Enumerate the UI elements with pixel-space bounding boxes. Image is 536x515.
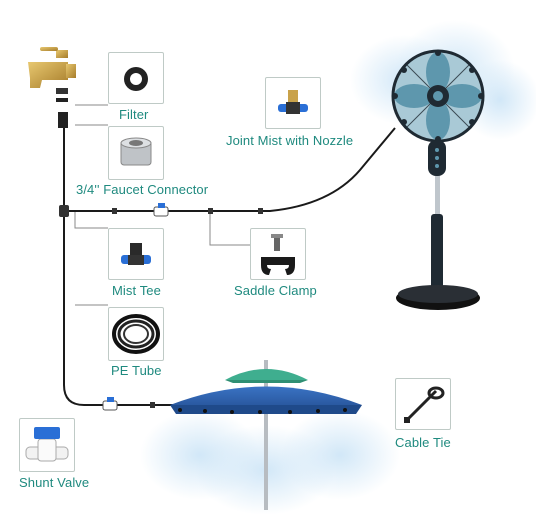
fan-icon xyxy=(391,49,485,310)
filter-label: Filter xyxy=(119,107,149,122)
saddle-clamp-box xyxy=(250,228,306,280)
pe-tube-box xyxy=(108,307,164,361)
shunt-valve-icon xyxy=(25,427,69,462)
joint-nozzle-icon xyxy=(278,90,308,114)
joint-mist-label: Joint Mist with Nozzle xyxy=(226,133,354,148)
shunt-valve-label: Shunt Valve xyxy=(19,475,90,490)
inline-valve-lower-icon xyxy=(102,397,118,411)
pe-tube-label: PE Tube xyxy=(111,363,162,378)
faucet-icon xyxy=(28,47,76,128)
cable-tie-box xyxy=(395,378,451,430)
pe-tube-coil-icon xyxy=(112,314,160,354)
inline-valve-icon xyxy=(153,203,169,217)
joint-mist-box xyxy=(265,77,321,129)
faucet-connector-icon xyxy=(120,137,152,166)
mist-tee-box xyxy=(108,228,164,280)
umbrella-mist xyxy=(140,410,400,515)
cable-tie-label: Cable Tie xyxy=(395,435,451,450)
leader-lines xyxy=(74,94,295,306)
cable-tie-icon xyxy=(404,386,445,423)
tube-fittings xyxy=(59,205,263,408)
umbrella-icon xyxy=(170,360,362,510)
saddle-clamp-icon xyxy=(261,234,295,275)
shunt-valve-box xyxy=(19,418,75,472)
filter-ring-icon xyxy=(124,67,148,91)
mist-tee-icon xyxy=(121,243,151,265)
mist-tee-label: Mist Tee xyxy=(112,283,161,298)
faucet-connector-label: 3/4'' Faucet Connector xyxy=(76,182,209,197)
pe-tubing xyxy=(63,127,396,406)
faucet-connector-box xyxy=(108,126,164,180)
filter-box xyxy=(108,52,164,104)
saddle-clamp-label: Saddle Clamp xyxy=(234,283,317,298)
